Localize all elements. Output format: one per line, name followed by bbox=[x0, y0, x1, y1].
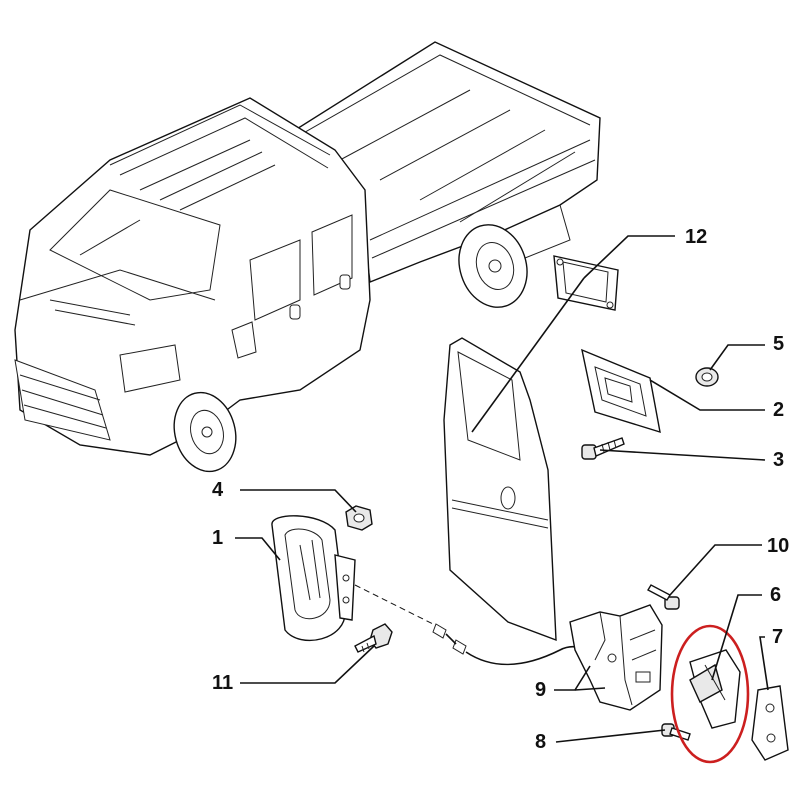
part-11-bolt bbox=[354, 623, 393, 653]
part-10-screw bbox=[647, 584, 680, 610]
part-7-plate bbox=[751, 685, 789, 761]
callout-11: 11 bbox=[212, 672, 233, 694]
part-12-gasket bbox=[553, 255, 619, 311]
callout-7: 7 bbox=[772, 626, 783, 648]
callout-8: 8 bbox=[535, 731, 546, 753]
callout-9: 9 bbox=[535, 679, 546, 701]
callout-4: 4 bbox=[212, 479, 224, 501]
part-2-bracket bbox=[581, 348, 661, 434]
part-5-nut bbox=[695, 367, 719, 387]
van-illustration bbox=[14, 41, 601, 473]
callout-5: 5 bbox=[773, 333, 784, 355]
highlight-ellipse bbox=[670, 624, 750, 764]
callout-3: 3 bbox=[773, 449, 784, 471]
callout-6: 6 bbox=[770, 584, 781, 606]
part-1-handle bbox=[271, 515, 436, 642]
callout-2: 2 bbox=[773, 399, 784, 421]
part-9-lock bbox=[569, 604, 663, 711]
part-4-nut bbox=[345, 505, 373, 531]
leader-lines bbox=[235, 235, 769, 743]
callout-labels: 12 5 2 3 4 1 10 6 7 11 9 8 bbox=[212, 226, 789, 753]
callout-1: 1 bbox=[212, 527, 223, 549]
callout-10: 10 bbox=[767, 535, 789, 557]
part-6-striker bbox=[689, 649, 741, 729]
part-3-screw bbox=[581, 437, 625, 460]
door-illustration bbox=[443, 337, 557, 642]
callout-12: 12 bbox=[685, 226, 707, 248]
